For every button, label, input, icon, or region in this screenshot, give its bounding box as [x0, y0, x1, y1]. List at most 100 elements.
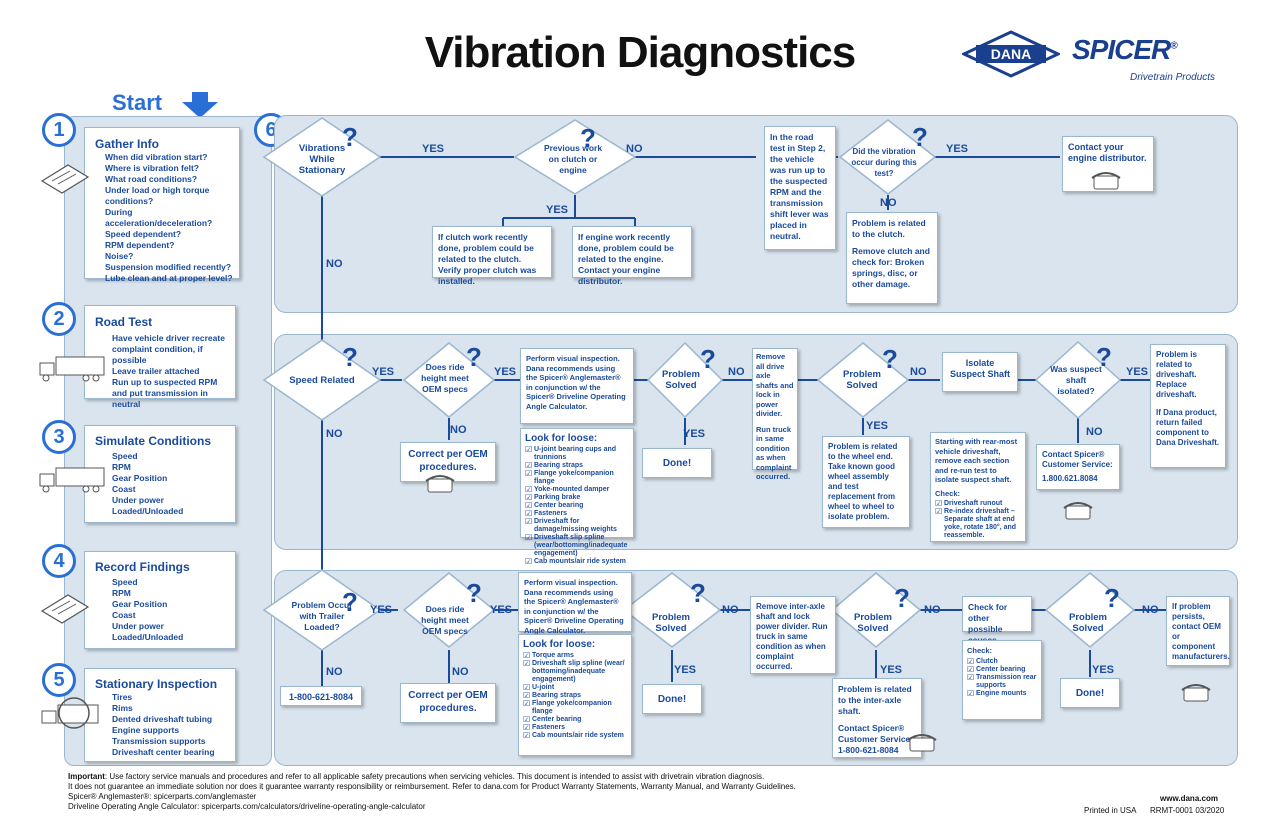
step-simulate-conditions: Simulate Conditions Speed RPM Gear Posit…	[84, 425, 236, 523]
step-number: 2	[42, 302, 76, 336]
no-label: NO	[1086, 426, 1103, 438]
list-item: Transmission rear supports	[967, 674, 1037, 690]
yes-label: YES	[546, 204, 569, 216]
step-item: Gear Position	[112, 599, 168, 609]
step-item: Gear Position	[112, 473, 168, 483]
other-causes-note: Check for other possible causes	[962, 596, 1032, 645]
yes-label: YES	[490, 604, 513, 616]
list-item: Re-index driveshaft – Separate shaft at …	[935, 508, 1021, 540]
phone-icon	[1063, 502, 1093, 520]
down-arrow-icon	[182, 92, 218, 118]
list-heading: Check:	[967, 646, 993, 655]
step-stationary-inspection: Stationary Inspection Tires Rims Dented …	[84, 668, 236, 762]
list-item: Bearing straps	[525, 462, 629, 470]
step-item: Driveshaft center bearing	[112, 747, 215, 757]
done-note: Done!	[642, 448, 712, 478]
question-icon: ?	[342, 587, 358, 617]
decision-label: Vibrations While Stationary	[298, 143, 346, 176]
decision-label: Problem Solved	[853, 612, 892, 634]
clutch-problem-note: Problem is related to the clutch. Remove…	[846, 212, 938, 304]
look-for-loose-list: Look for loose: U-joint bearing cups and…	[520, 428, 634, 566]
no-label: NO	[924, 604, 941, 616]
page-title: Vibration Diagnostics	[424, 28, 857, 77]
note-text: Problem is related to the clutch.	[852, 218, 926, 239]
list-item: Bearing straps	[523, 692, 627, 700]
list-item: U-joint bearing cups and trunnions	[525, 446, 629, 462]
step-road-test: Road Test Have vehicle driver recreate c…	[84, 305, 236, 409]
step-item: Under power	[112, 621, 164, 631]
yes-label: YES	[866, 420, 889, 432]
note-text: Remove all drive axle shafts and lock in…	[756, 352, 794, 418]
note-text: Problem is related to driveshaft. Replac…	[1156, 350, 1197, 399]
remove-interaxle-note: Remove inter-axle shaft and lock power d…	[750, 596, 836, 674]
no-label: NO	[452, 666, 469, 678]
step-item: Lube clean and at proper level?	[105, 273, 233, 283]
note-text: Contact Spicer® Customer Service:	[838, 723, 914, 744]
no-label: NO	[326, 258, 343, 270]
step-gather-info: Gather Info When did vibration start? Wh…	[84, 127, 240, 283]
list-item: Driveshaft slip spline (wear/ bottoming/…	[523, 660, 627, 684]
correct-oem-note: Correct per OEM procedures.	[400, 683, 496, 723]
no-label: NO	[910, 366, 927, 378]
note-text: If Dana product, return failed component…	[1156, 408, 1220, 447]
no-label: NO	[450, 424, 467, 436]
yes-label: YES	[1092, 664, 1115, 676]
phone-icon	[425, 475, 455, 493]
done-note: Done!	[642, 684, 702, 714]
question-icon: ?	[882, 344, 898, 374]
yes-label: YES	[674, 664, 697, 676]
yes-label: YES	[370, 604, 393, 616]
question-icon: ?	[466, 342, 482, 372]
decision-label: Problem Solved	[1068, 612, 1107, 634]
no-label: NO	[1142, 604, 1159, 616]
yes-label: YES	[372, 366, 395, 378]
visual-inspection-note: Perform visual inspection. Dana recommen…	[518, 572, 632, 635]
decision-label: Does ride height meet OEM specs	[421, 362, 469, 394]
footer-line: Spicer® Anglemaster®: spicerparts.com/an…	[68, 792, 257, 801]
step-item: Run up to suspected RPM and put transmis…	[112, 377, 218, 409]
question-icon: ?	[912, 122, 928, 152]
list-item: Clutch	[967, 658, 1037, 666]
step-item: Loaded/Unloaded	[112, 632, 184, 642]
list-item: Flange yoke/companion flange	[523, 700, 627, 716]
list-item: Cab mounts/air ride system	[525, 558, 629, 566]
start-label: Start	[112, 90, 163, 115]
step-item: Noise?	[105, 251, 134, 261]
website-link[interactable]: www.dana.com	[1160, 794, 1218, 803]
truck-icon	[39, 467, 105, 493]
yes-label: YES	[1126, 366, 1149, 378]
yes-label: YES	[880, 664, 903, 676]
decision-label: Problem Solved	[651, 612, 690, 634]
step-item: Speed	[112, 577, 138, 587]
list-heading: Look for loose:	[525, 433, 598, 444]
decision-label: Problem Solved	[842, 369, 881, 391]
question-icon: ?	[580, 123, 596, 153]
spicer-logo: SPICER®	[1072, 34, 1178, 65]
step-number: 3	[42, 420, 76, 454]
step-item: Loaded/Unloaded	[112, 506, 184, 516]
question-icon: ?	[342, 122, 358, 152]
list-item: Engine mounts	[967, 690, 1037, 698]
question-icon: ?	[894, 583, 910, 613]
step-title: Gather Info	[95, 137, 160, 151]
question-icon: ?	[700, 344, 716, 374]
list-item: Flange yoke/companion flange	[525, 470, 629, 486]
step-item: Coast	[112, 484, 136, 494]
no-label: NO	[326, 428, 343, 440]
question-icon: ?	[1096, 342, 1112, 372]
step-item: Tires	[112, 692, 133, 702]
step-item: During acceleration/deceleration?	[105, 207, 213, 228]
spicer-cs-note: Contact Spicer® Customer Service: 1.800.…	[1036, 444, 1120, 490]
road-test-note: In the road test in Step 2, the vehicle …	[764, 126, 836, 250]
note-text: Problem is related to the inter-axle sha…	[838, 684, 912, 716]
note-text: Run truck in same condition as when comp…	[756, 424, 792, 482]
decision-label: Previous work on clutch or engine	[543, 143, 603, 175]
step-title: Road Test	[95, 315, 153, 329]
correct-oem-note: Correct per OEM procedures.	[400, 442, 496, 482]
note-text: Contact your engine distributor.	[1068, 142, 1147, 163]
logo-subtitle: Drivetrain Products	[1130, 72, 1216, 83]
no-label: NO	[326, 666, 343, 678]
phone-icon	[907, 734, 937, 752]
step-item: Transmission supports	[112, 736, 206, 746]
check-list: Check: Clutch Center bearing Transmissio…	[962, 640, 1042, 720]
